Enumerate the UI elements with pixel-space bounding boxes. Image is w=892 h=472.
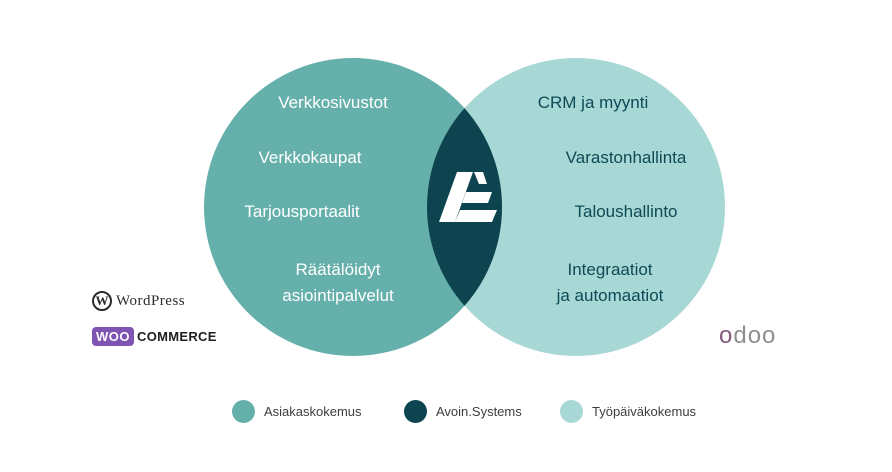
legend-item-workday-experience: Työpäiväkokemus — [560, 400, 696, 423]
odoo-logo-rest: doo — [733, 322, 777, 349]
legend-item-avoin-systems: Avoin.Systems — [404, 400, 522, 423]
wordpress-icon: W — [92, 291, 112, 311]
woocommerce-logo: WOO COMMERCE — [92, 327, 217, 346]
right-circle — [427, 58, 725, 356]
odoo-logo: odoo — [719, 322, 776, 350]
left-item-custom-services-line2: asiointipalvelut — [282, 286, 394, 305]
odoo-logo-first: o — [719, 322, 734, 349]
legend-dot-light — [560, 400, 583, 423]
legend-label: Työpäiväkokemus — [592, 404, 697, 419]
left-circle — [204, 58, 502, 356]
left-item-quote-portals: Tarjousportaalit — [244, 202, 360, 221]
right-item-crm: CRM ja myynti — [537, 93, 649, 112]
wordpress-logo: W WordPress — [92, 291, 185, 311]
woocommerce-text: COMMERCE — [137, 329, 217, 344]
avoin-systems-logo-icon — [439, 172, 497, 222]
wordpress-text: WordPress — [116, 292, 186, 309]
legend-label: Asiakaskokemus — [264, 404, 362, 419]
left-item-custom-services-line1: Räätälöidyt — [295, 260, 381, 279]
legend-dot-dark — [404, 400, 427, 423]
left-item-webshops: Verkkokaupat — [258, 148, 362, 167]
legend-item-customer-experience: Asiakaskokemus — [232, 400, 362, 423]
woocommerce-badge: WOO — [92, 327, 134, 346]
right-item-integrations-line1: Integraatiot — [567, 260, 653, 279]
right-item-inventory: Varastonhallinta — [565, 148, 687, 167]
right-item-accounting: Taloushallinto — [574, 202, 678, 221]
right-item-integrations-line2: ja automaatiot — [556, 286, 664, 305]
legend-dot-teal — [232, 400, 255, 423]
legend-label: Avoin.Systems — [436, 404, 522, 419]
left-item-websites: Verkkosivustot — [278, 93, 388, 112]
